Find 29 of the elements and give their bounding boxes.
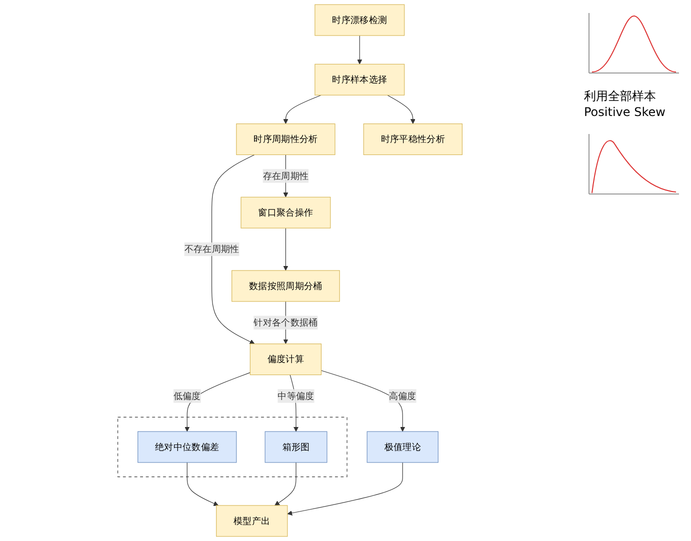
arrow	[357, 35, 362, 64]
node-box: 数据按照周期分桶	[232, 270, 340, 302]
arrow	[283, 94, 322, 124]
node-box: 时序平稳性分析	[363, 124, 462, 156]
arrow	[320, 370, 406, 432]
arrow	[274, 462, 296, 506]
arrow	[186, 462, 218, 506]
node-box: 绝对中位数偏差	[138, 431, 237, 463]
node-box: 极值理论	[366, 431, 438, 463]
edge-label: 中等偏度	[278, 390, 314, 402]
edge-label: 针对各个数据桶	[254, 316, 318, 328]
edge-label: 低偏度	[173, 390, 201, 402]
node-box: 箱形图	[264, 431, 328, 463]
arrow	[283, 228, 288, 271]
arrow	[287, 462, 403, 516]
edge-label: 不存在周期性	[184, 244, 240, 254]
note-text: 利用全部样本	[584, 88, 656, 105]
node-box: 时序周期性分析	[236, 124, 336, 156]
node-box: 模型产出	[216, 505, 288, 537]
edge-label: 存在周期性	[262, 170, 309, 182]
node-box: 窗口聚合操作	[240, 196, 331, 228]
edge-label: 高偏度	[388, 390, 416, 402]
node-box: 时序漂移检测	[314, 4, 405, 36]
node-box: 偏度计算	[250, 344, 322, 376]
arrow	[211, 154, 255, 344]
arrow	[387, 94, 416, 124]
cluster	[118, 416, 348, 478]
note-text: Positive Skew	[584, 105, 666, 119]
node-box: 时序样本选择	[314, 64, 405, 96]
